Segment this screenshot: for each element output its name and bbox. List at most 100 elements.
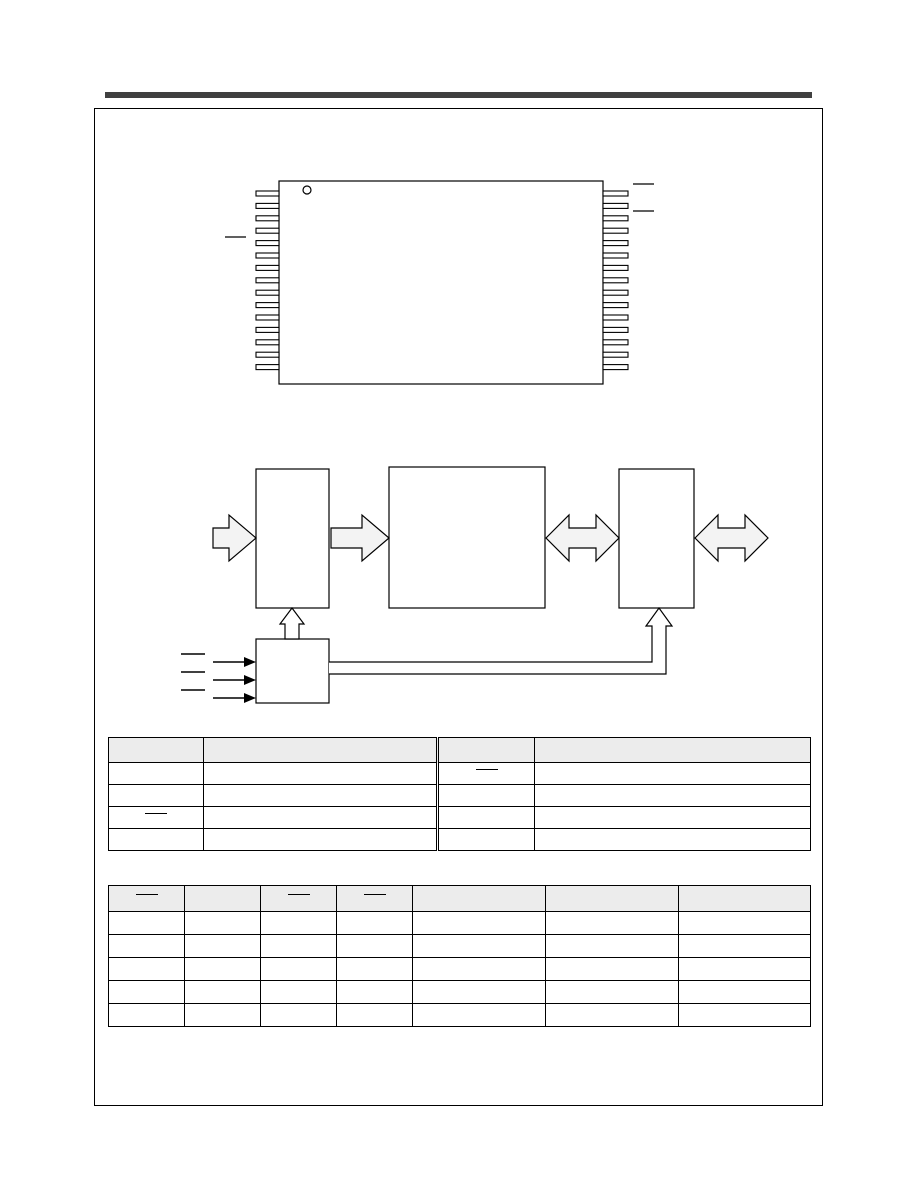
table-cell: [203, 784, 438, 807]
table-cell: [184, 957, 261, 981]
package-pin: [255, 277, 280, 284]
table-cell: [534, 784, 811, 807]
package-pin: [255, 227, 280, 234]
table-row: [108, 980, 811, 1004]
table-cell: [545, 934, 679, 958]
table-cell: [336, 980, 413, 1004]
table-row: [108, 957, 811, 981]
package-pin: [255, 364, 280, 371]
package-pin: [602, 202, 629, 209]
table-cell: [184, 934, 261, 958]
table-cell: [436, 762, 535, 785]
table-cell: [260, 934, 337, 958]
bidirectional-arrow: [545, 513, 620, 563]
table-cell: [184, 980, 261, 1004]
overline-mark: [287, 894, 310, 895]
input-arrow: [212, 513, 257, 563]
table-cell: [336, 885, 413, 912]
package-pin: [602, 264, 629, 271]
arrowhead: [244, 693, 256, 703]
package-body: [278, 180, 604, 385]
block-diagram: [212, 466, 769, 704]
table-cell: [260, 1003, 337, 1027]
table-row: [108, 1003, 811, 1027]
table-cell: [184, 1003, 261, 1027]
table-cell: [412, 980, 546, 1004]
table-cell: [545, 885, 679, 912]
table-cell: [436, 806, 535, 829]
table-cell: [534, 762, 811, 785]
control-logic-block: [255, 638, 330, 704]
package-pin: [602, 314, 629, 321]
package-pin: [602, 364, 629, 371]
circle-icon: [302, 185, 312, 195]
package-pin: [602, 326, 629, 333]
header-rule: [105, 92, 812, 98]
package-pin: [255, 190, 280, 197]
package-pin: [255, 326, 280, 333]
arrowhead: [244, 675, 256, 685]
package-pin: [255, 351, 280, 358]
package-pin: [602, 277, 629, 284]
memory-array-block: [388, 466, 546, 609]
table-cell: [336, 957, 413, 981]
package-pin: [602, 215, 629, 222]
table-cell: [534, 737, 811, 763]
table-cell: [412, 1003, 546, 1027]
package-pin: [255, 302, 280, 309]
table-row: [108, 911, 811, 935]
package-pin: [255, 314, 280, 321]
control-up-arrow: [278, 607, 306, 640]
package-pin: [602, 339, 629, 346]
table-cell: [412, 911, 546, 935]
table-cell: [678, 911, 811, 935]
table-cell: [412, 934, 546, 958]
table-cell: [260, 980, 337, 1004]
table-row: [108, 784, 811, 807]
overline-mark: [475, 769, 498, 770]
table-cell: [108, 762, 204, 785]
package-pin: [255, 264, 280, 271]
table-cell: [108, 934, 185, 958]
figures: [181, 180, 769, 704]
package-pin: [255, 240, 280, 247]
package-pin: [255, 252, 280, 259]
table-cell: [412, 885, 546, 912]
table-cell: [203, 762, 438, 785]
package-pin: [602, 289, 629, 296]
package-pin: [602, 351, 629, 358]
package-pin: [255, 202, 280, 209]
table-cell: [203, 806, 438, 829]
overline-mark: [135, 894, 158, 895]
table-cell: [108, 911, 185, 935]
table-cell: [678, 957, 811, 981]
truth-table: [108, 885, 811, 1027]
bidirectional-arrow: [694, 513, 769, 563]
table-row: [108, 806, 811, 829]
table-cell: [545, 980, 679, 1004]
table-cell: [108, 784, 204, 807]
package-pin: [602, 252, 629, 259]
table-cell: [260, 911, 337, 935]
table-cell: [436, 737, 535, 763]
control-bus-arrow: [329, 606, 674, 675]
data-arrow: [330, 513, 390, 563]
io-buffer-block: [618, 468, 695, 609]
table-row: [108, 934, 811, 958]
control-inputs: [181, 653, 256, 703]
package-pin: [602, 227, 629, 234]
table-cell: [678, 980, 811, 1004]
table-row: [108, 762, 811, 785]
pin-description-table: [108, 737, 811, 851]
table-cell: [336, 911, 413, 935]
table-cell: [108, 885, 185, 912]
ic-package: [225, 180, 654, 385]
package-pin: [602, 240, 629, 247]
table-cell: [534, 828, 811, 851]
table-cell: [545, 1003, 679, 1027]
table-header-row: [108, 737, 811, 763]
left-register-block: [255, 468, 330, 609]
table-cell: [412, 957, 546, 981]
overline-mark: [145, 813, 167, 814]
table-cell: [108, 957, 185, 981]
